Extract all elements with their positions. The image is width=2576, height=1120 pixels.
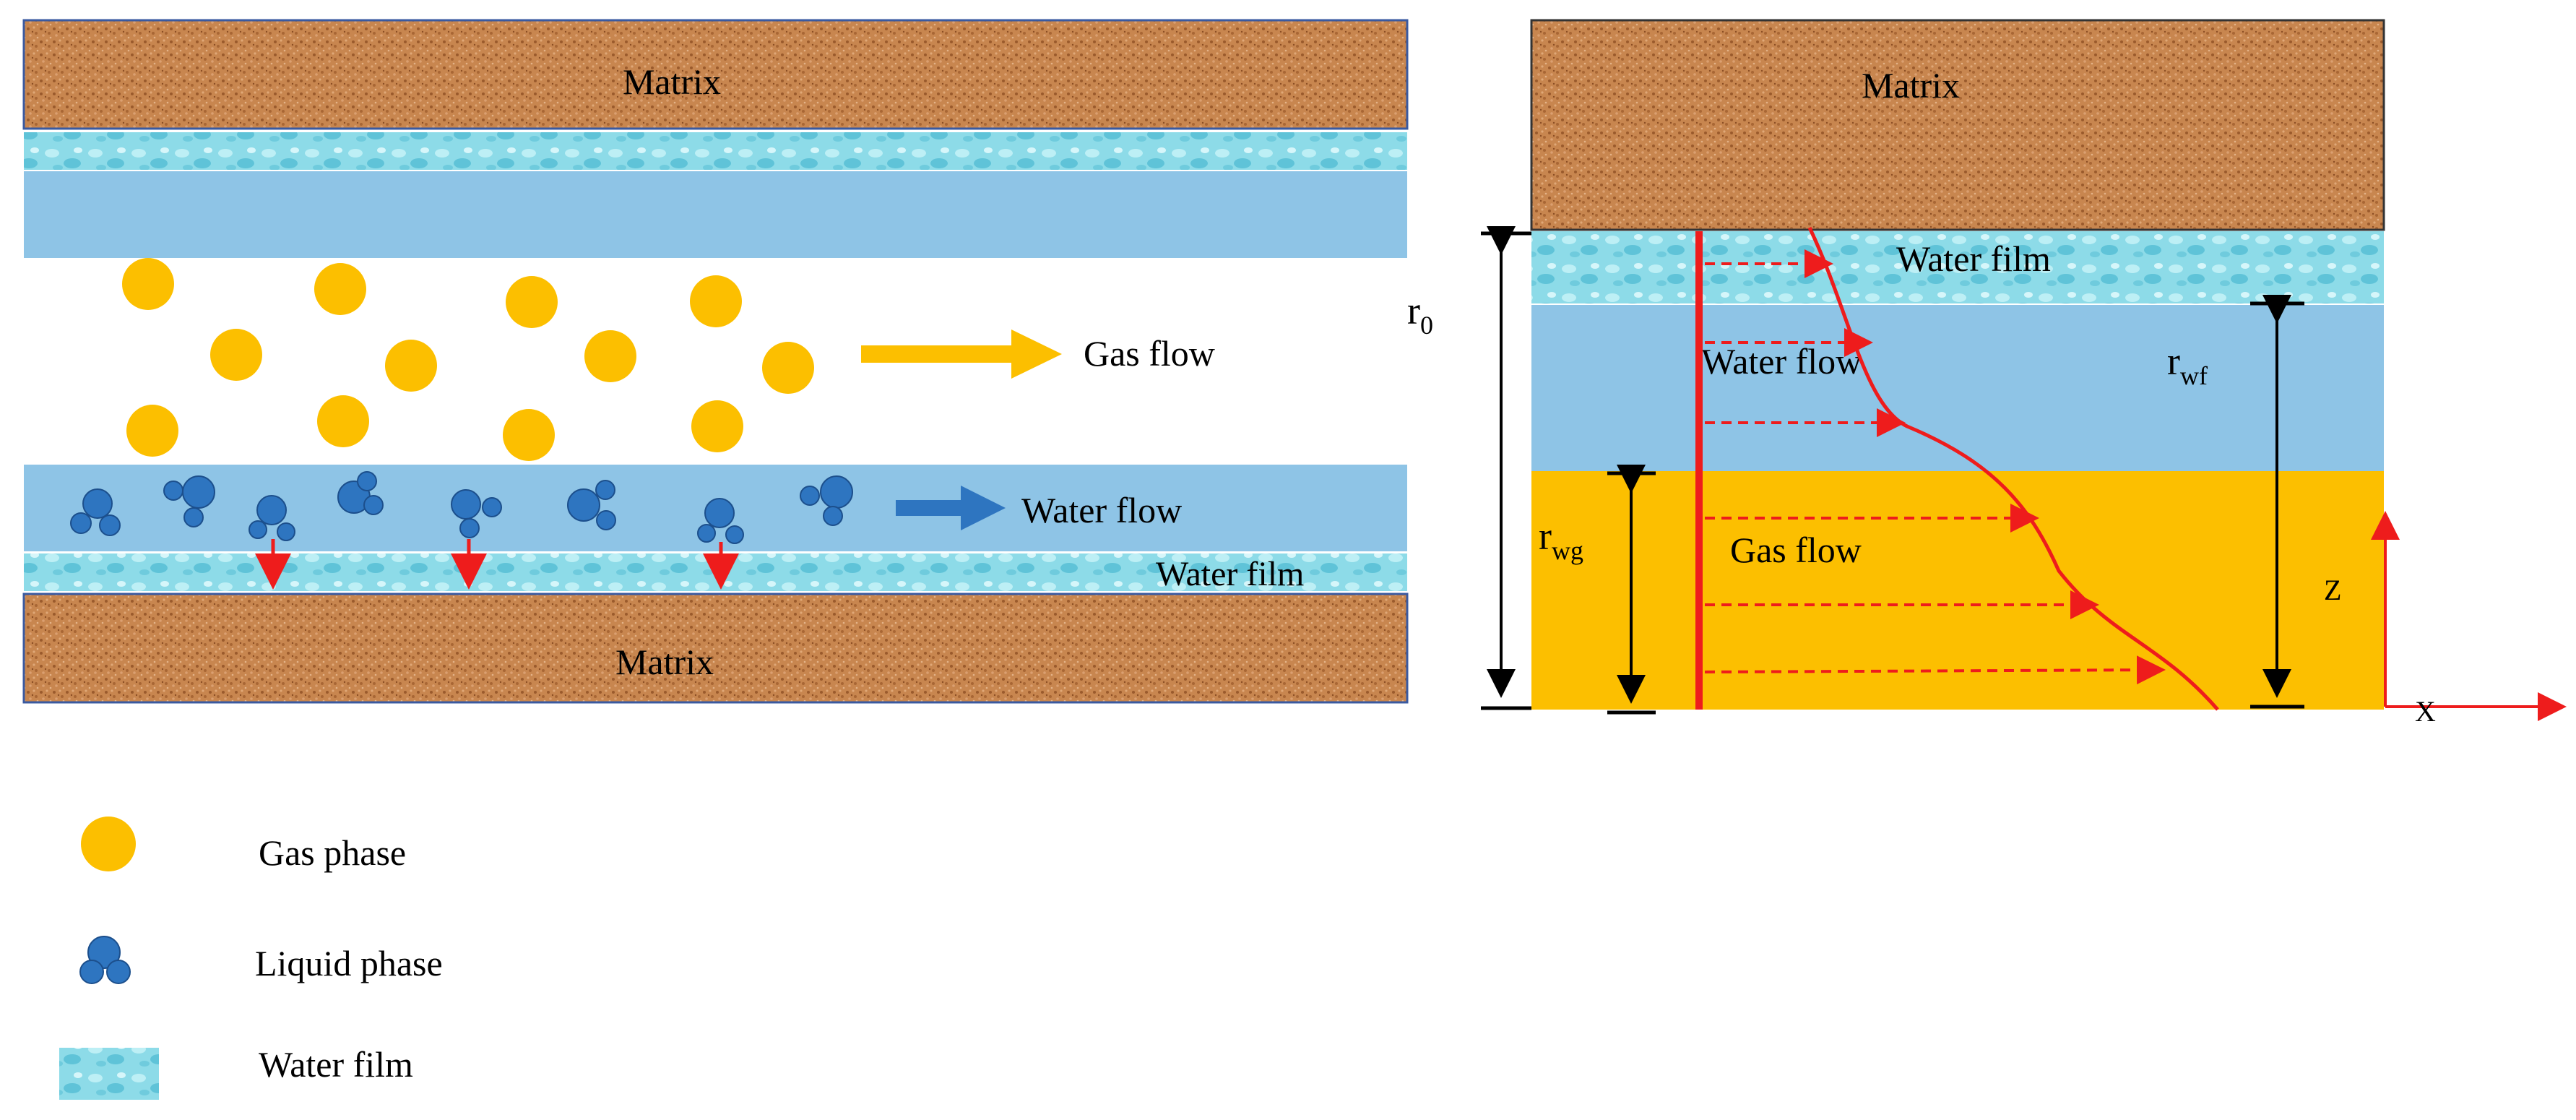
- gas-bubble: [317, 395, 369, 447]
- coordinate-axes: [2371, 511, 2567, 721]
- liquid-droplet: [163, 475, 215, 527]
- gas-bubble: [122, 258, 174, 310]
- gas-flow-label-right: Gas flow: [1730, 530, 1862, 570]
- rwf-dimension: [2250, 295, 2304, 709]
- matrix-top: [22, 19, 1409, 130]
- gas-bubble: [126, 405, 178, 457]
- water-flow-label: Water flow: [1021, 490, 1182, 530]
- water-film-label-right: Water film: [1896, 238, 2051, 279]
- liquid-droplet: [337, 471, 384, 515]
- liquid-droplet: [697, 498, 744, 544]
- gas-bubble: [506, 276, 558, 328]
- water-flow-right: [1531, 305, 2384, 471]
- gas-bubble: [503, 409, 555, 461]
- gas-bubble: [762, 342, 814, 394]
- gas-bubble: [690, 275, 742, 327]
- matrix-bottom: [22, 593, 1409, 704]
- liquid-droplet: [451, 489, 502, 538]
- matrix-bottom-label: Matrix: [615, 642, 714, 682]
- liquid-droplet-icon: [79, 936, 131, 984]
- liquid-droplet: [567, 480, 616, 530]
- r0-dimension: [1481, 226, 1531, 710]
- liquid-droplet: [248, 495, 295, 541]
- water-film-right: [1531, 231, 2384, 303]
- matrix-top-label: Matrix: [623, 61, 721, 102]
- water-flow-top: [24, 171, 1407, 258]
- water-flow-arrow: [896, 486, 1006, 530]
- velocity-arrows: [1704, 249, 2166, 685]
- legend-liquid-label: Liquid phase: [255, 943, 443, 983]
- gas-flow-arrow: [861, 329, 1062, 379]
- left-panel: Matrix Gas flow: [22, 19, 1409, 704]
- water-film-top: [24, 132, 1407, 170]
- gas-flow-region: [1531, 471, 2384, 710]
- axis-x-label: X: [2415, 695, 2436, 728]
- liquid-droplet: [70, 488, 121, 536]
- water-film-label-left: Water film: [1156, 555, 1304, 593]
- gas-bubbles: [122, 258, 814, 461]
- gas-bubble: [385, 340, 437, 392]
- axis-z-label: Z: [2324, 574, 2341, 606]
- gas-bubble: [584, 330, 636, 382]
- gas-bubble: [210, 329, 262, 381]
- gas-bubble: [691, 400, 743, 452]
- legend: Gas phase Liquid phase Water film: [59, 817, 443, 1100]
- water-flow-label-right: Water flow: [1701, 341, 1862, 382]
- legend-gas-label: Gas phase: [259, 832, 406, 873]
- matrix-right-label: Matrix: [1862, 65, 1960, 105]
- r0-label: r0: [1407, 289, 1433, 340]
- velocity-arrow: [1704, 655, 2166, 685]
- gas-flow-label: Gas flow: [1084, 333, 1215, 374]
- right-panel: Matrix Water film Water flow Gas flow r0: [1407, 19, 2567, 728]
- gas-bubble-icon: [81, 817, 136, 871]
- liquid-droplet: [800, 475, 853, 526]
- gas-bubble: [314, 263, 366, 315]
- matrix-right: [1530, 19, 2385, 231]
- liquid-droplets: [70, 471, 853, 544]
- rwf-label: rwf: [2167, 340, 2208, 390]
- water-film-swatch-icon: [59, 1048, 159, 1100]
- rwg-dimension: [1607, 465, 1656, 715]
- rwg-label: rwg: [1539, 514, 1583, 565]
- legend-film-label: Water film: [259, 1044, 413, 1085]
